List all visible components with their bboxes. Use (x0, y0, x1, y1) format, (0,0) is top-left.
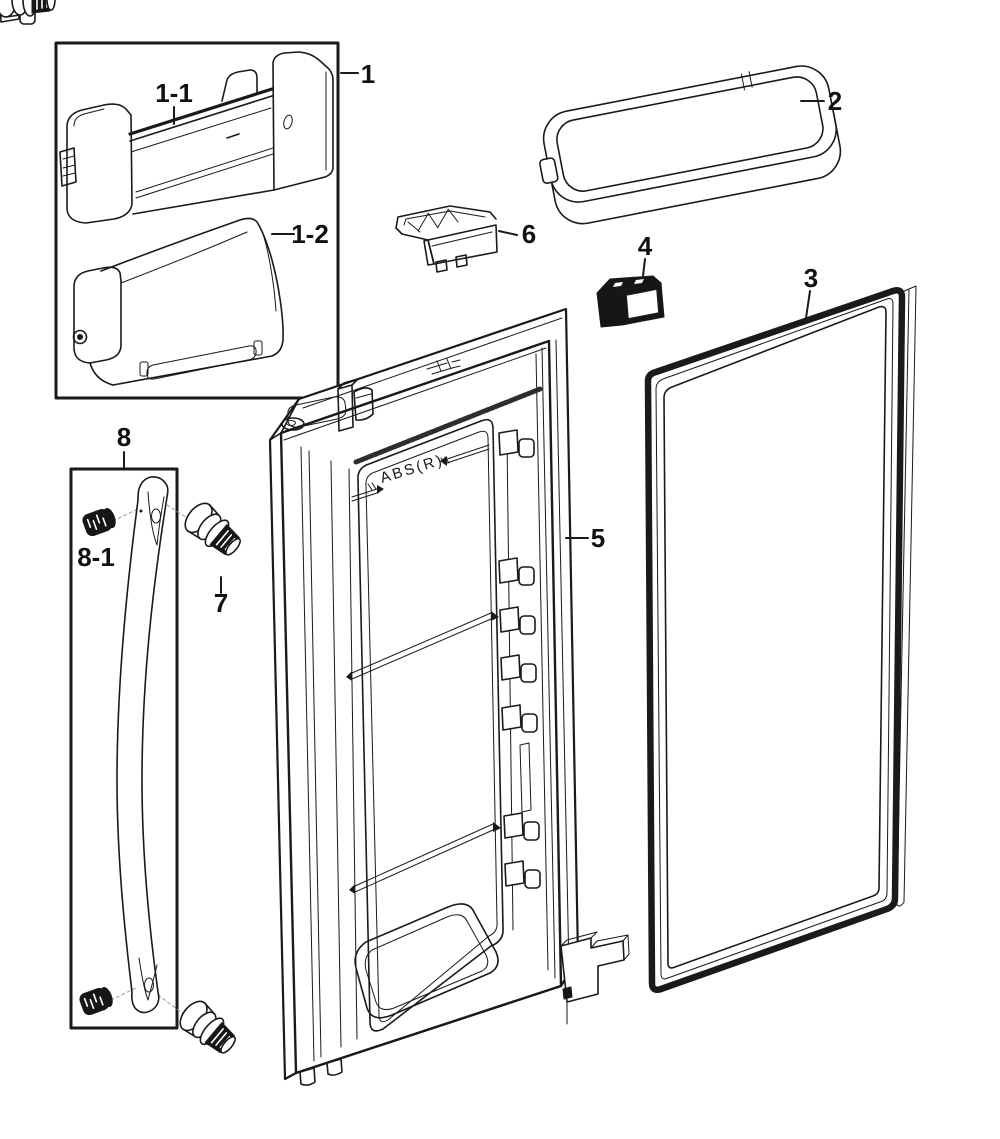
cap-bolts: 7 (0, 0, 248, 1062)
callout-part-6: 6 (522, 219, 536, 249)
latch-pocket (337, 378, 374, 432)
lower-door-bin (72, 217, 284, 386)
shelf-rail-lower (349, 822, 501, 894)
part-1-frame-box (54, 41, 340, 400)
door-foam-assembly: ABS(R) (0, 0, 605, 1086)
callout-part-4: 4 (638, 231, 653, 261)
door-silhouette (268, 307, 580, 1081)
callout-part-2: 2 (828, 86, 842, 116)
hinge-sleeve (281, 396, 347, 431)
handle-assembly: 8 8-1 (0, 0, 196, 1030)
mount-bracket: 6 (395, 205, 536, 273)
callout-part-7: 7 (214, 588, 228, 618)
leader-part-4 (642, 258, 646, 277)
cap-bolt (0, 0, 56, 18)
door-shelf-tray: 2 (539, 65, 842, 225)
shelf-rail-upper (346, 611, 499, 681)
upper-door-bin (59, 51, 334, 224)
door-bottom-feet (299, 1058, 343, 1086)
callout-part-8: 8 (117, 422, 131, 452)
door-support-bracket (560, 931, 630, 1025)
door-handle (116, 476, 169, 1014)
leader-part-3 (805, 290, 811, 319)
bracket-screw (562, 986, 573, 1000)
callout-part-1-1: 1-1 (155, 78, 193, 108)
deodorizer-case: 4 (596, 231, 665, 328)
callout-part-1-2: 1-2 (291, 219, 329, 249)
clip-detail (426, 358, 461, 375)
part-8-frame-box (69, 467, 179, 1030)
callout-part-3: 3 (804, 263, 818, 293)
callout-part-8-1: 8-1 (77, 542, 115, 572)
assembly-guide-lines (110, 504, 196, 1021)
door-bottom-tray (354, 903, 499, 1019)
callout-part-5: 5 (591, 523, 605, 553)
leader-part-6 (498, 230, 518, 236)
callout-part-1: 1 (361, 59, 375, 89)
door-gasket: 3 (644, 263, 917, 993)
part-1-bin-assembly: 1 1-1 1-2 (54, 41, 375, 400)
